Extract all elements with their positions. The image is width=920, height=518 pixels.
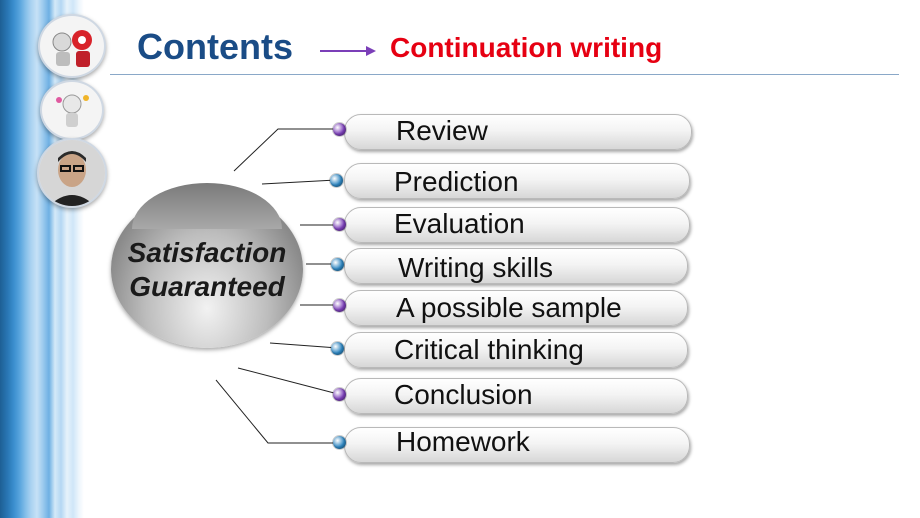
bullet-dot-icon xyxy=(333,218,346,231)
menu-item-a-possible-sample[interactable] xyxy=(344,290,688,326)
header-divider xyxy=(110,74,899,75)
cartoon-figure-avatar-icon xyxy=(40,80,104,140)
portrait-photo-avatar-icon xyxy=(37,138,107,208)
menu-item-prediction-label: Prediction xyxy=(394,166,519,197)
menu-item-prediction[interactable] xyxy=(344,163,690,199)
menu-item-a-possible-sample-label: A possible sample xyxy=(396,292,622,323)
bullet-dot-icon xyxy=(333,299,346,312)
bullet-dot-icon xyxy=(333,388,346,401)
page-subtitle: Continuation writing xyxy=(390,32,663,63)
menu-item-conclusion[interactable] xyxy=(344,378,688,414)
menu-item-homework[interactable] xyxy=(344,427,690,463)
hub-label-line2: Guaranteed xyxy=(129,271,285,302)
menu-item-homework-label: Homework xyxy=(396,426,530,457)
arrow-right-icon xyxy=(320,46,376,56)
robot-avatar-icon xyxy=(38,14,106,78)
bullet-dot-icon xyxy=(331,258,344,271)
bullet-dot-icon xyxy=(330,174,343,187)
menu-item-review-label: Review xyxy=(396,115,488,146)
menu-item-conclusion-label: Conclusion xyxy=(394,379,533,410)
hub-label-line1: Satisfaction xyxy=(127,237,287,268)
page-title: Contents xyxy=(137,26,293,67)
menu-item-critical-thinking-label: Critical thinking xyxy=(394,334,584,365)
menu-item-evaluation[interactable] xyxy=(344,207,690,243)
bullet-dot-icon xyxy=(333,436,346,449)
bullet-dot-icon xyxy=(333,123,346,136)
menu-item-writing-skills[interactable] xyxy=(344,248,688,284)
hub-label: Satisfaction Guaranteed xyxy=(111,236,303,304)
menu-item-review[interactable] xyxy=(344,114,692,150)
menu-item-critical-thinking[interactable] xyxy=(344,332,688,368)
menu-item-evaluation-label: Evaluation xyxy=(394,208,525,239)
menu-item-writing-skills-label: Writing skills xyxy=(398,252,554,283)
bullet-dot-icon xyxy=(331,342,344,355)
